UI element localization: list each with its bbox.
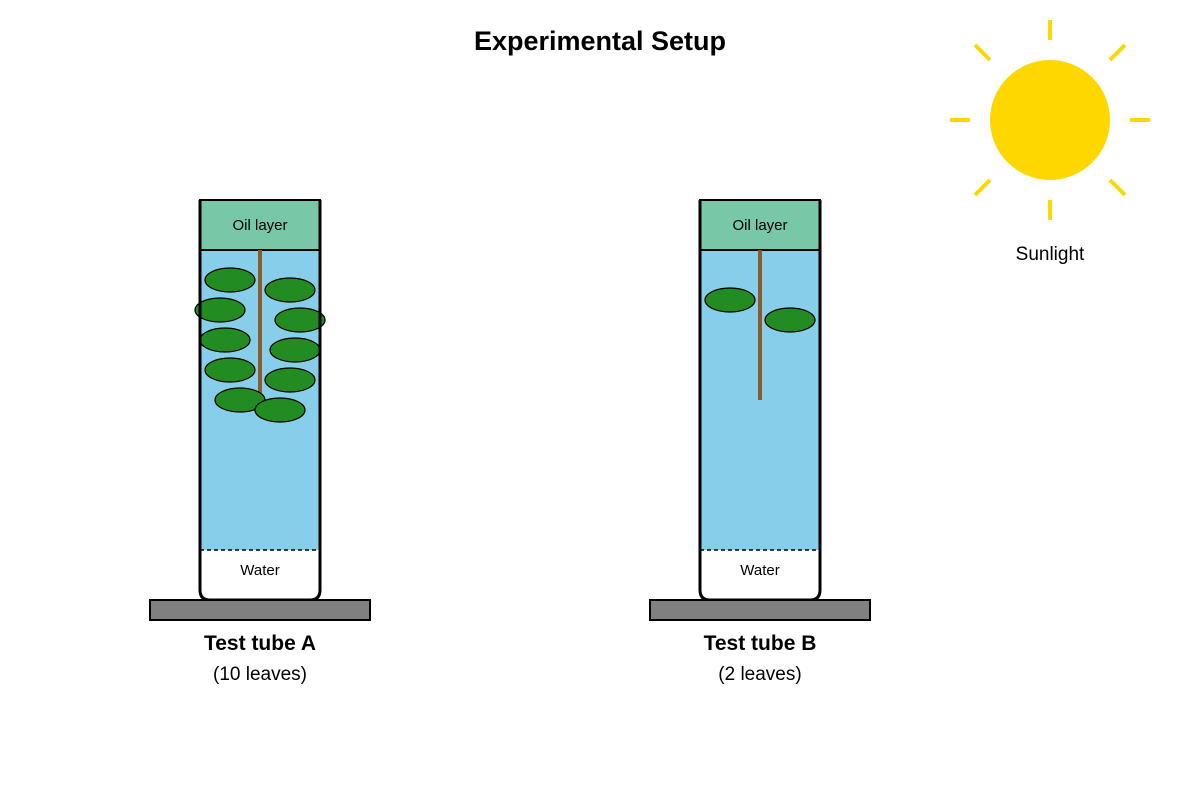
sun-disc bbox=[990, 60, 1110, 180]
tube-b-oil-label: Oil layer bbox=[732, 217, 787, 234]
tube-a-oil-label: Oil layer bbox=[232, 217, 287, 234]
test-tube-b: Oil layer Water Test tube B (2 leaves) bbox=[649, 199, 871, 685]
leaf bbox=[274, 307, 326, 333]
tube-a-title: Test tube A bbox=[204, 632, 316, 655]
tube-b-stand bbox=[649, 599, 871, 621]
tube-b-title: Test tube B bbox=[704, 632, 817, 655]
leaf bbox=[199, 327, 251, 353]
leaf bbox=[704, 287, 756, 313]
leaf bbox=[254, 397, 306, 423]
tube-a-stand bbox=[149, 599, 371, 621]
tube-a-leaf-count: (10 leaves) bbox=[213, 664, 307, 685]
leaf bbox=[264, 277, 316, 303]
tube-a-leaves bbox=[194, 267, 326, 423]
tube-b-water-label: Water bbox=[740, 562, 779, 579]
tube-b-leaf-count: (2 leaves) bbox=[718, 664, 801, 685]
sun-rays bbox=[950, 20, 1150, 220]
leaf bbox=[764, 307, 816, 333]
tube-b-leaves bbox=[704, 287, 816, 333]
tube-a-oil-layer bbox=[199, 199, 321, 251]
leaf bbox=[204, 357, 256, 383]
sun-icon bbox=[950, 20, 1150, 220]
leaf bbox=[194, 297, 246, 323]
tube-a-water-label: Water bbox=[240, 562, 279, 579]
tube-b-oil-layer bbox=[699, 199, 821, 251]
leaf bbox=[264, 367, 316, 393]
test-tube-a: Oil layer Water Test tube A (10 leaves) bbox=[149, 199, 371, 685]
diagram-title: Experimental Setup bbox=[474, 26, 726, 56]
leaf bbox=[204, 267, 256, 293]
sunlight-label: Sunlight bbox=[1016, 244, 1085, 265]
leaf bbox=[269, 337, 321, 363]
